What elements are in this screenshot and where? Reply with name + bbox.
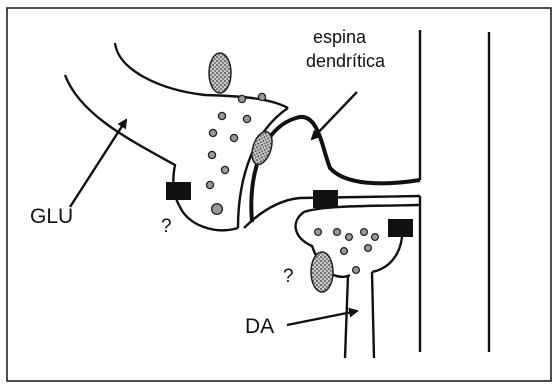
vesicle (353, 267, 360, 274)
vesicle (230, 134, 237, 141)
vesicle (346, 234, 353, 241)
dendrite-receptor-square (388, 219, 413, 237)
da-axon-right (372, 272, 374, 358)
vesicle (221, 166, 228, 173)
vesicle (206, 181, 213, 188)
vesicle (334, 229, 341, 236)
vesicle (243, 115, 250, 122)
glu-terminal-bottom (180, 207, 238, 230)
vesicle (218, 112, 225, 119)
vesicle (315, 229, 322, 236)
glu-label: GLU (30, 205, 73, 228)
da-label: DA (245, 315, 274, 338)
presynaptic-oval-top (209, 53, 231, 93)
spine-receptor-square (313, 190, 338, 208)
vesicle (361, 229, 368, 236)
vesicle (238, 95, 245, 102)
spine-label-line1: espina (313, 27, 367, 47)
da-oval (311, 252, 333, 292)
glu-arrow (70, 120, 126, 207)
spine-label-line2: dendrítica (306, 51, 386, 71)
question-mark-glu: ? (161, 216, 172, 237)
vesicle (365, 245, 372, 252)
vesicle (341, 248, 348, 255)
vesicle (258, 93, 265, 100)
vesicle (208, 151, 215, 158)
glu-receptor-square (166, 182, 191, 200)
da-axon-left (345, 275, 348, 358)
vesicle (209, 129, 216, 136)
question-mark-da: ? (283, 266, 294, 287)
diagram-frame (7, 8, 551, 381)
vesicle (212, 204, 223, 215)
vesicle (372, 234, 379, 241)
spine-arrow (312, 92, 357, 139)
